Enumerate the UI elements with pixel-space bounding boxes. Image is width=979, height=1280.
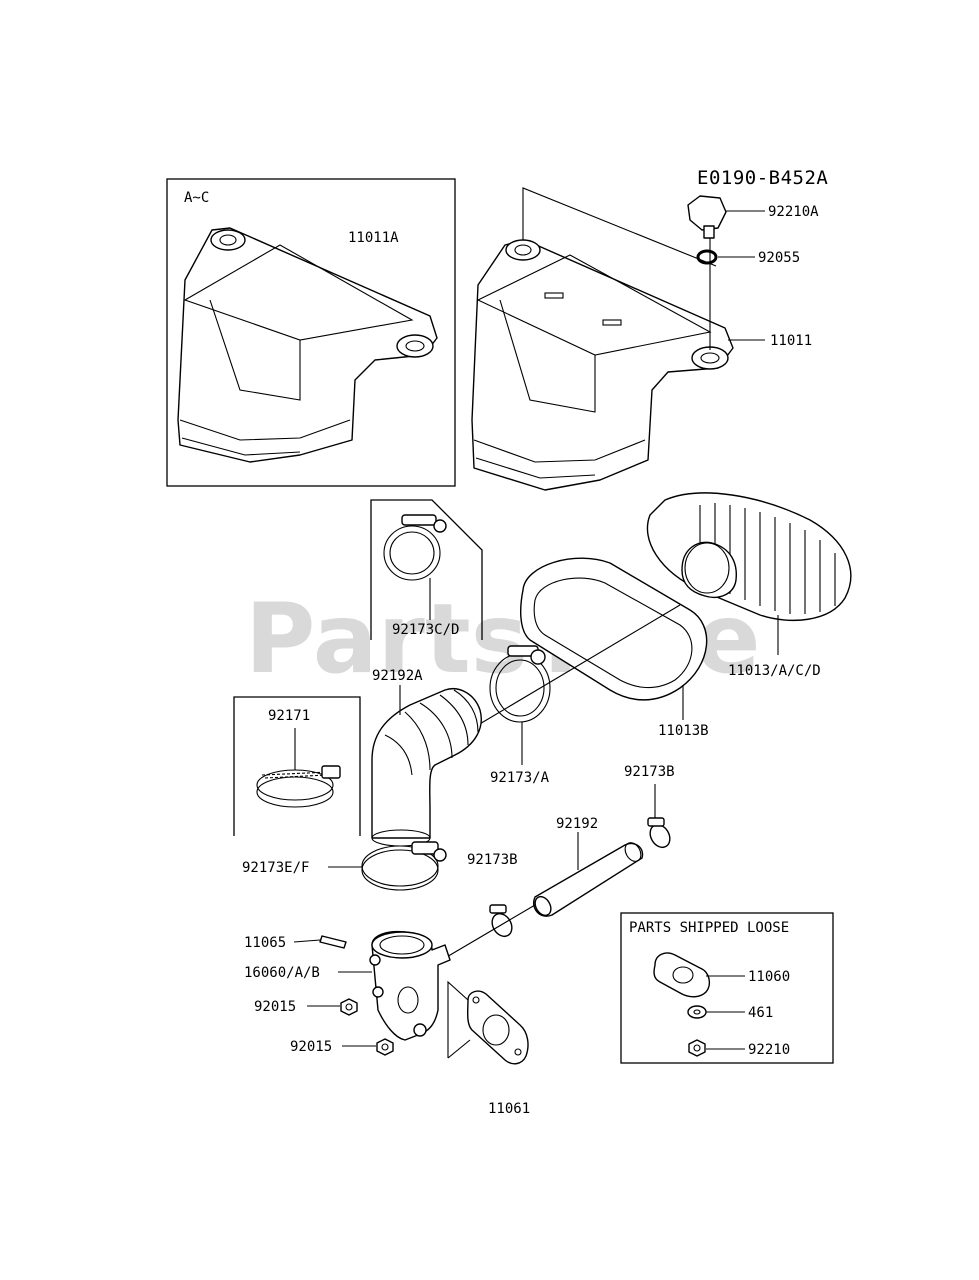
clamp-92173EF	[361, 841, 447, 891]
label-92173B-top: 92173B	[624, 764, 675, 780]
label-92173EF: 92173E/F	[242, 860, 309, 876]
label-11013B: 11013B	[658, 723, 709, 739]
washer-461	[687, 1005, 707, 1019]
label-92210A: 92210A	[768, 204, 819, 220]
leader-outlet	[444, 904, 536, 959]
nut-92015-b	[376, 1038, 394, 1056]
label-11011: 11011	[770, 333, 812, 349]
seal-92055	[696, 249, 718, 265]
clamp-92173B-outlet	[489, 904, 513, 938]
label-11065: 11065	[244, 935, 286, 951]
label-92192: 92192	[556, 816, 598, 832]
label-11011A: 11011A	[348, 230, 399, 246]
label-92055: 92055	[758, 250, 800, 266]
air-cleaner-cover	[471, 239, 734, 491]
shipped-loose-title: PARTS SHIPPED LOOSE	[629, 920, 789, 936]
label-11061: 11061	[488, 1101, 530, 1117]
variant-label: A~C	[184, 190, 209, 206]
label-92173CD: 92173C/D	[392, 622, 459, 638]
leader-11061-bracket	[447, 980, 471, 1059]
leader-11065	[293, 939, 321, 943]
label-92015-a: 92015	[254, 999, 296, 1015]
clamp-box-92171	[233, 696, 361, 836]
label-11060: 11060	[748, 969, 790, 985]
label-11013ACD: 11013/A/C/D	[728, 663, 821, 679]
diagram-code: E0190-B452A	[697, 167, 828, 189]
label-92173B-mid: 92173B	[467, 852, 518, 868]
clamp-92173CD	[383, 514, 447, 581]
intake-16060AB	[369, 930, 451, 1041]
label-92192A: 92192A	[372, 668, 423, 684]
clamp-92173A	[489, 645, 551, 723]
elbow-hose-92192A	[371, 688, 482, 847]
label-461: 461	[748, 1005, 773, 1021]
clamp-92173B-top	[647, 817, 671, 849]
filter-element-11013ACD	[646, 492, 852, 622]
label-92210: 92210	[748, 1042, 790, 1058]
air-cleaner-cover-variant	[177, 227, 438, 463]
shipped-loose-box	[620, 912, 834, 1064]
pre-cleaner-11013B	[520, 557, 708, 701]
clamp-92171	[256, 765, 341, 808]
label-92015-b: 92015	[290, 1039, 332, 1055]
label-92173A: 92173/A	[490, 770, 550, 786]
label-92171: 92171	[268, 708, 310, 724]
leader-assembly	[477, 604, 681, 726]
pin-11065	[319, 935, 347, 949]
nut-92015-a	[340, 998, 358, 1016]
variant-box	[166, 178, 456, 487]
gasket-11061	[466, 990, 529, 1065]
label-16060AB: 16060/A/B	[244, 965, 320, 981]
hose-92192	[533, 842, 644, 917]
nut-92210	[688, 1039, 706, 1057]
knob-92210A	[687, 195, 727, 239]
gasket-11060	[653, 952, 711, 998]
clamp-box	[370, 499, 483, 640]
leader-11011-top	[522, 187, 717, 267]
